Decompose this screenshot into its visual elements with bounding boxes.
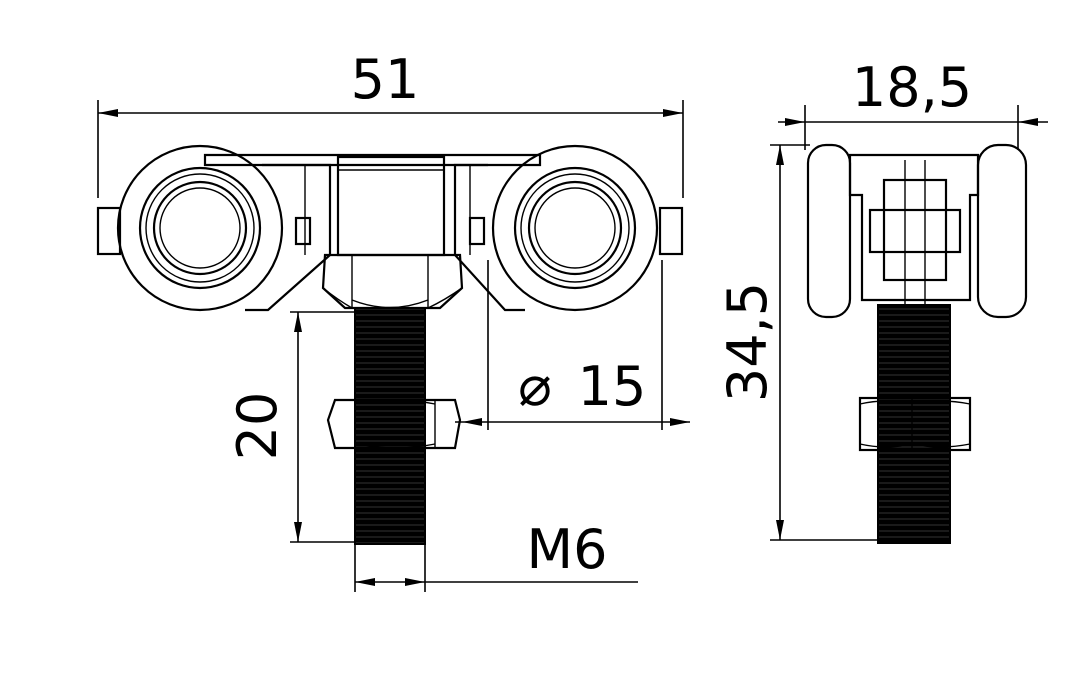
left-wheel <box>96 144 312 312</box>
dimension-lines <box>97 100 1048 592</box>
lock-nut <box>326 398 462 450</box>
dimension-height: 34,5 <box>716 282 779 402</box>
center-block <box>336 155 446 257</box>
diameter-symbol: ⌀ <box>518 354 552 419</box>
side-view <box>806 143 1028 544</box>
front-view <box>96 144 684 545</box>
side-threaded-bolt <box>877 304 951 544</box>
right-wheel <box>468 144 684 312</box>
top-hex-nut <box>321 253 464 310</box>
dimension-thread-size: M6 <box>527 518 608 581</box>
dimension-thread-length: 20 <box>226 392 289 461</box>
dimension-side-width: 18,5 <box>852 56 972 119</box>
dimension-wheel-diameter: 15 <box>578 355 647 418</box>
bracket-left-arm <box>245 163 332 312</box>
threaded-bolt <box>354 307 426 545</box>
side-lock-nut <box>858 396 972 452</box>
dimension-overall-width: 51 <box>351 48 420 111</box>
bracket-right-arm <box>453 163 525 312</box>
side-bracket <box>848 153 980 302</box>
dimension-diameter: ⌀ 15 <box>518 354 646 419</box>
bracket-plate <box>203 153 542 167</box>
side-center-block <box>868 208 962 254</box>
side-wheel-right <box>976 143 1028 319</box>
side-wheel-left <box>806 143 852 319</box>
